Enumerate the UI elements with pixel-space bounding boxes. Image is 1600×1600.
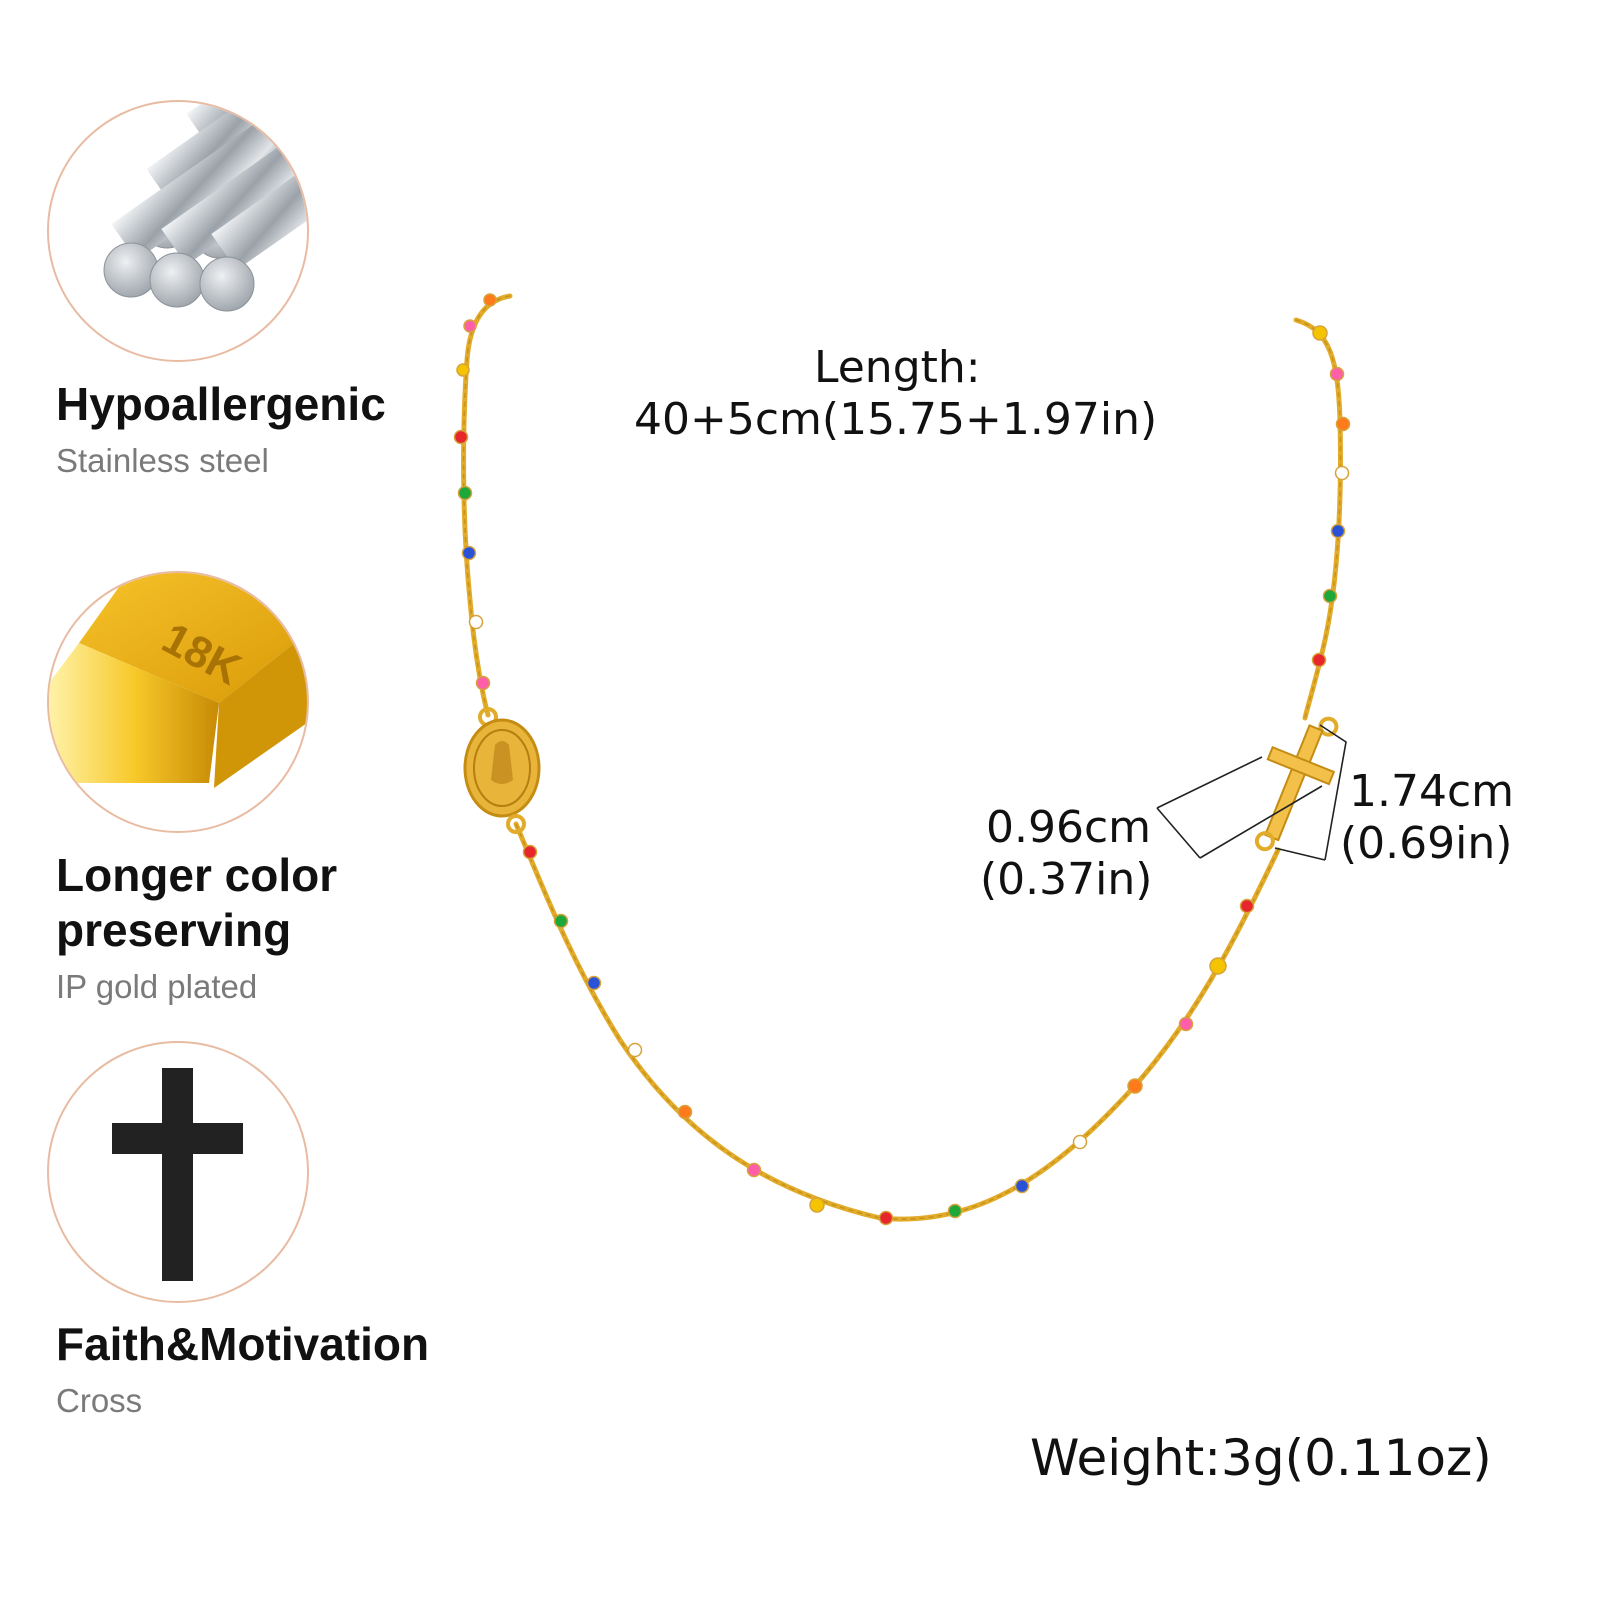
cross-height-in: (0.69in) — [1340, 818, 1513, 869]
cross-feature-circle — [47, 1041, 309, 1303]
feature-title-faith: Faith&Motivation — [56, 1318, 430, 1370]
bead — [463, 319, 477, 333]
cross-width-in: (0.37in) — [980, 854, 1153, 905]
bead — [1178, 1016, 1194, 1032]
bead — [746, 1162, 762, 1178]
bead — [677, 1104, 693, 1120]
feature-title-hypoallergenic: Hypoallergenic — [56, 378, 386, 430]
medal-charm — [463, 707, 541, 834]
bead — [483, 293, 497, 307]
bead — [1239, 898, 1255, 914]
enamel-beads — [453, 293, 1351, 1226]
cross-icon — [112, 1068, 243, 1281]
feature-subtitle-ip-gold: IP gold plated — [56, 968, 258, 1005]
bead — [468, 614, 484, 630]
feature-subtitle-cross: Cross — [56, 1382, 143, 1419]
bead — [457, 485, 473, 501]
bead — [475, 675, 491, 691]
feature-subtitle-stainless-steel: Stainless steel — [56, 442, 269, 479]
bead — [553, 913, 569, 929]
cross-width-cm: 0.96cm — [986, 802, 1152, 853]
bead — [1322, 588, 1338, 604]
cross-height-cm: 1.74cm — [1349, 766, 1515, 817]
bead — [1014, 1178, 1030, 1194]
feature-title-preserving: preserving — [56, 904, 292, 956]
cross-charm — [1254, 716, 1339, 852]
bead — [809, 1197, 825, 1213]
bead — [522, 844, 538, 860]
dimension-lines — [1156, 724, 1347, 861]
bead — [456, 363, 470, 377]
bead — [627, 1042, 643, 1058]
length-value: 40+5cm(15.75+1.97in) — [634, 394, 1158, 445]
bead — [1311, 652, 1327, 668]
bead — [1330, 523, 1346, 539]
bead — [1329, 366, 1345, 382]
length-label: Length: — [814, 342, 981, 393]
bead — [1334, 465, 1350, 481]
gold-feature-circle: 18K — [47, 571, 309, 833]
bead — [947, 1203, 963, 1219]
bead — [1312, 325, 1328, 341]
weight-label: Weight:3g(0.11oz) — [1030, 1429, 1492, 1487]
bead — [1209, 957, 1227, 975]
bead — [461, 545, 477, 561]
chain-lower-loop — [513, 821, 1281, 1222]
gold-bar-icon: 18K — [49, 573, 307, 788]
bead — [453, 429, 469, 445]
bead — [1127, 1078, 1143, 1094]
bead — [1072, 1134, 1088, 1150]
bead — [586, 975, 602, 991]
chain-left-upper — [461, 293, 513, 718]
steel-rods-icon — [103, 102, 307, 312]
bead — [1335, 416, 1351, 432]
bead — [878, 1210, 894, 1226]
feature-title-longer-color: Longer color — [56, 849, 338, 901]
steel-feature-circle — [47, 100, 309, 362]
